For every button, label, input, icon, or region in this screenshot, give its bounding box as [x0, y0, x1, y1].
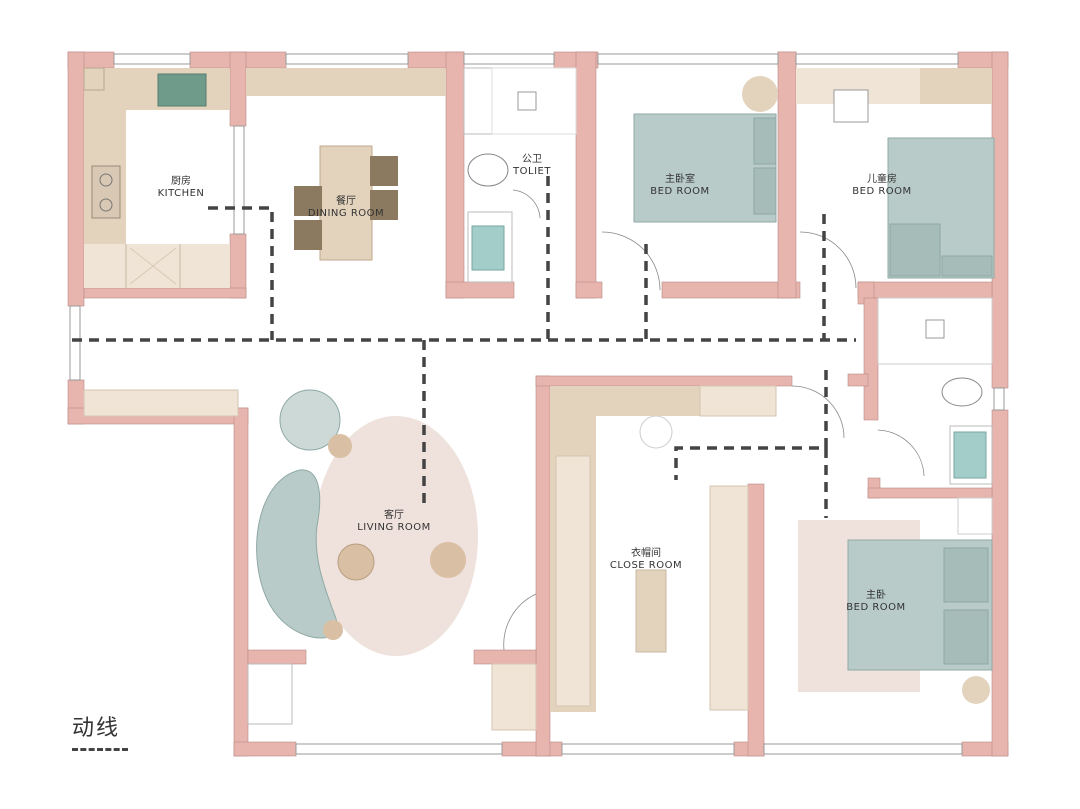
master-bedroom-fixtures [798, 497, 993, 704]
kids-room-fixtures [796, 68, 995, 279]
walls [67, 51, 1009, 757]
toilet-fixtures [463, 67, 577, 283]
closet-island [635, 569, 667, 653]
kitchen-fixtures [83, 67, 230, 288]
stove [91, 165, 121, 219]
master-bath-fixtures [877, 297, 993, 485]
legend: 动线 [72, 710, 128, 751]
bedroom-top-fixtures [633, 76, 778, 223]
rug [314, 416, 478, 656]
dining-fixtures [246, 68, 446, 261]
shower-tray [471, 225, 505, 271]
closet-fixtures [491, 385, 777, 731]
dining-table [319, 145, 373, 261]
living-fixtures [83, 389, 478, 725]
doors [503, 189, 925, 651]
legend-dashed-line-icon [72, 748, 128, 751]
bed [633, 113, 777, 223]
windows [69, 53, 1005, 755]
kitchen-sink [157, 73, 207, 107]
toilet [467, 153, 509, 187]
circulation-paths [72, 176, 856, 518]
legend-label: 动线 [72, 716, 121, 741]
